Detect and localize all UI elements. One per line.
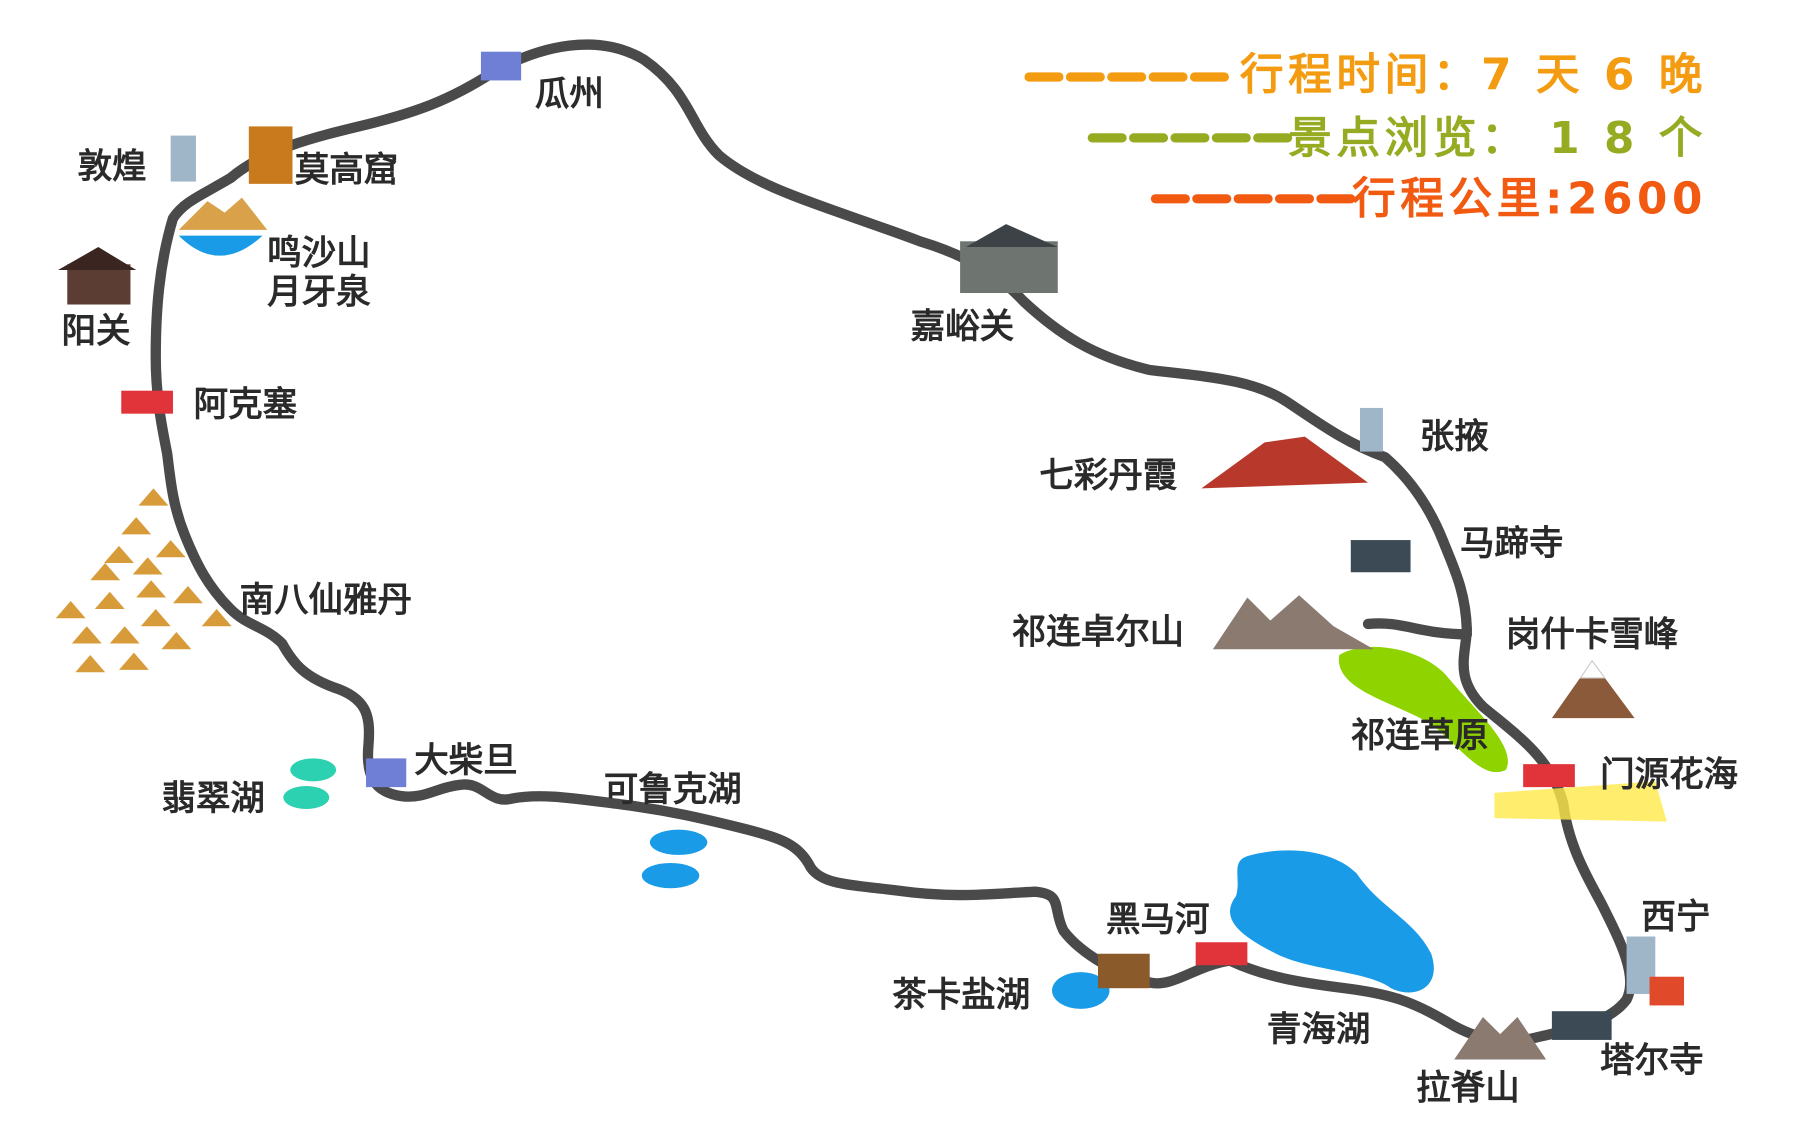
label-dunhuang: 敦煌 (78, 147, 147, 187)
zhangye-building-icon (1359, 407, 1383, 452)
matisi-temple-icon (1350, 540, 1411, 573)
taersi-temple-icon (1551, 1011, 1612, 1040)
jiayuguan-icon (960, 241, 1058, 294)
dunhuang-building-icon (170, 135, 196, 182)
label-akesai: 阿克塞 (194, 385, 298, 425)
legend: 行程时间：7 天 6 晚 景点浏览： 1 8 个 行程公里:2600 (1024, 50, 1707, 225)
jiayuguan-roof-icon (965, 224, 1058, 248)
yangguan-icon (67, 264, 131, 305)
mogao-pagoda-icon (248, 126, 293, 184)
grassland-icon (1338, 646, 1508, 773)
crescent-lake-icon (178, 235, 263, 256)
legend-duration: 行程时间：7 天 6 晚 (1240, 50, 1707, 101)
label-gangshika: 岗什卡雪峰 (1506, 615, 1679, 655)
label-lajishan: 拉脊山 (1416, 1069, 1519, 1109)
label-yangguan: 阳关 (62, 311, 131, 351)
label-mingsha: 鸣沙山 (267, 233, 370, 273)
label-zhuoershan: 祁连卓尔山 (1012, 612, 1184, 652)
akesai-house-icon (121, 390, 173, 414)
label-zhangye: 张掖 (1420, 417, 1489, 457)
feicui-lake-icon (290, 758, 337, 782)
label-feicui: 翡翠湖 (161, 779, 264, 819)
keluke-lake-icon-2 (641, 862, 700, 889)
flower-field-icon (1494, 781, 1667, 822)
label-qiliancaoyuan: 祁连草原 (1351, 716, 1489, 756)
zhuoer-mountain-icon (1212, 595, 1374, 650)
label-dachaidan: 大柴旦 (414, 741, 517, 781)
label-xining: 西宁 (1642, 897, 1711, 937)
label-guazhou: 瓜州 (535, 75, 604, 115)
yardang-icons (55, 488, 232, 673)
qinghai-lake-icon (1230, 850, 1434, 993)
menyuan-house-icon (1523, 764, 1575, 788)
heimahe-house-icon (1195, 942, 1248, 966)
label-taersi: 塔尔寺 (1600, 1041, 1703, 1081)
label-qicai: 七彩丹霞 (1039, 456, 1177, 496)
mingsha-dune-icon (178, 197, 268, 230)
label-yueyaquan: 月牙泉 (267, 272, 371, 312)
legend-distance: 行程公里:2600 (1352, 174, 1707, 225)
danxia-icon (1201, 436, 1369, 489)
legend-attractions: 景点浏览： 1 8 个 (1288, 113, 1707, 164)
label-mogao: 莫高窟 (295, 151, 398, 191)
label-keluke: 可鲁克湖 (604, 770, 742, 810)
route-branch (1362, 618, 1473, 640)
label-heimahe: 黑马河 (1106, 900, 1209, 940)
chaka-lake-icon (1052, 972, 1110, 1009)
dachaidan-building-icon (366, 758, 407, 788)
label-menyuan: 门源花海 (1600, 755, 1738, 795)
label-qinghaihu: 青海湖 (1267, 1010, 1370, 1050)
lajishan-mountain-icon (1454, 1016, 1547, 1060)
label-matisi: 马蹄寺 (1460, 524, 1563, 564)
guazhou-building-icon (480, 51, 522, 81)
yangguan-roof-icon (58, 247, 137, 271)
gangshika-mountain-icon (1551, 660, 1635, 719)
xining-bus-icon (1649, 976, 1685, 1006)
feicui-lake-icon-2 (283, 785, 330, 809)
chaka-factory-icon (1097, 953, 1150, 989)
gangshika-snow-icon (1579, 659, 1606, 679)
label-nanbaxian: 南八仙雅丹 (240, 580, 412, 620)
keluke-lake-icon (649, 829, 708, 855)
label-chaka: 茶卡盐湖 (892, 976, 1030, 1016)
label-jiayuguan: 嘉峪关 (911, 307, 1015, 347)
